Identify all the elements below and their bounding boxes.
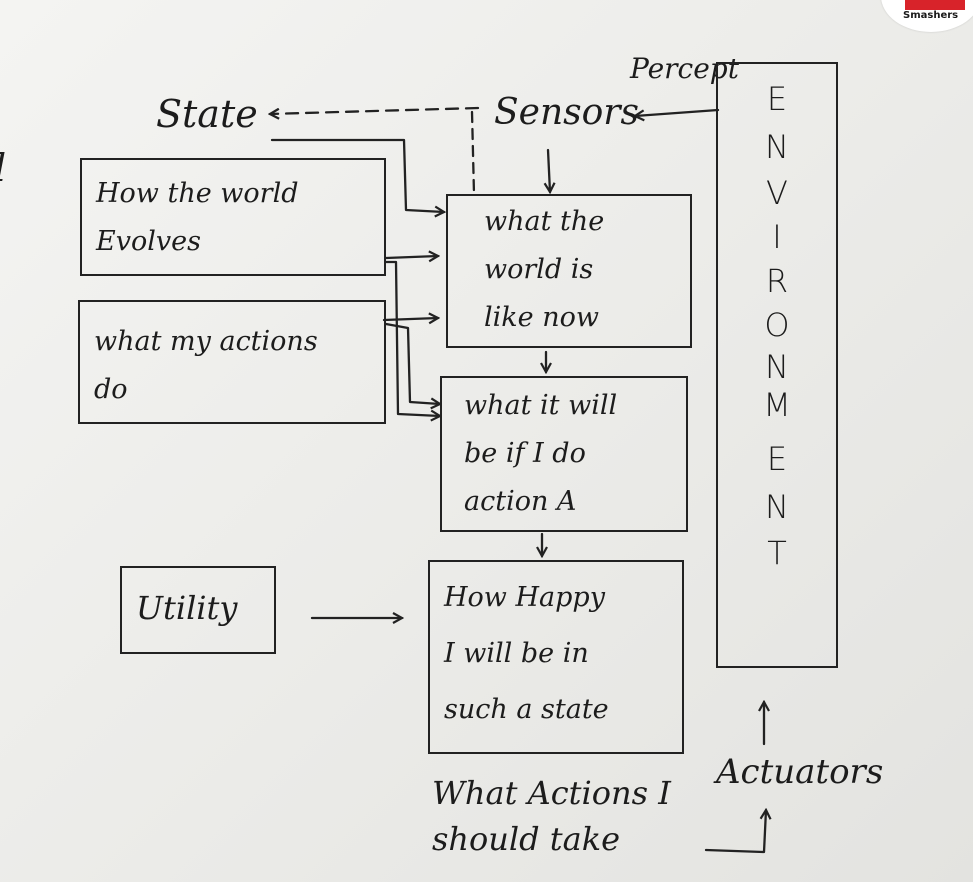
env-letter: E xyxy=(766,440,788,478)
world-evolves-box: How the world Evolves xyxy=(80,158,386,276)
env-letter: V xyxy=(766,174,788,212)
my-actions-text: what my actions do xyxy=(94,326,318,405)
percept-label: Percept xyxy=(630,52,739,85)
edge-mark: l xyxy=(0,146,6,190)
state-label: State xyxy=(156,92,258,136)
actions-branch xyxy=(384,322,440,404)
logo-banner xyxy=(905,0,965,10)
sensors-label: Sensors xyxy=(494,92,639,133)
env-letter: I xyxy=(772,218,782,256)
utility-box: Utility xyxy=(120,566,276,654)
logo-text: Smashers xyxy=(903,10,959,21)
env-letter: T xyxy=(767,534,787,572)
evolves-to-world-now xyxy=(384,256,438,258)
percept-arrow xyxy=(635,108,720,116)
utility-text: Utility xyxy=(136,589,238,627)
actuators-label: Actuators xyxy=(716,752,884,792)
sensors-down-arrow xyxy=(548,148,550,192)
env-letter: N xyxy=(765,488,789,526)
my-actions-box: what my actions do xyxy=(78,300,386,424)
state-to-world-now xyxy=(270,138,444,212)
what-if-text: what it will be if I do action A xyxy=(464,390,618,517)
how-happy-text: How Happy I will be in such a state xyxy=(444,582,609,725)
world-evolves-text: How the world Evolves xyxy=(96,178,299,257)
what-actions-label: What Actions I should take xyxy=(432,774,671,858)
actions-to-world-now xyxy=(382,318,438,320)
env-letter: R xyxy=(765,262,789,300)
env-letter: N xyxy=(765,348,789,386)
environment-box: E N V I R O N M E N T xyxy=(716,62,838,668)
sensors-to-state-dashed xyxy=(270,106,480,114)
env-letter: M xyxy=(763,386,791,424)
actions-to-actuators xyxy=(704,810,766,854)
what-if-box: what it will be if I do action A xyxy=(440,376,688,532)
evolves-branch xyxy=(384,260,440,416)
how-happy-box: How Happy I will be in such a state xyxy=(428,560,684,754)
env-letter: E xyxy=(766,80,788,118)
env-letter: N xyxy=(765,128,789,166)
env-letter: O xyxy=(764,306,790,344)
dashed-drop-to-world-now xyxy=(470,110,476,196)
world-now-text: what the world is like now xyxy=(484,206,605,333)
world-now-box: what the world is like now xyxy=(446,194,692,348)
